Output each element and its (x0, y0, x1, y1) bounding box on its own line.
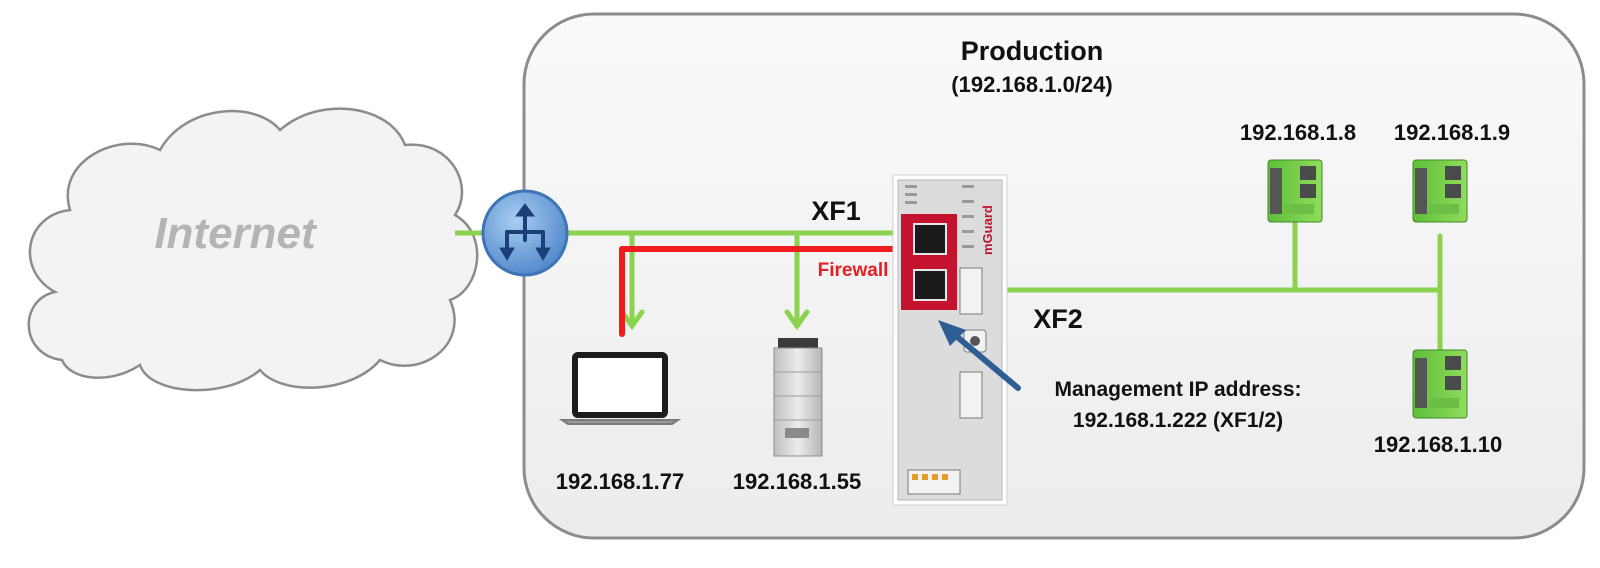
internet-label: Internet (154, 209, 318, 258)
plc-module: 192.168.1.10 (1374, 349, 1502, 457)
internet-cloud: Internet (27, 107, 479, 392)
laptop: 192.168.1.77 (556, 352, 684, 494)
production-zone: Production (192.168.1.0/24) (522, 12, 1586, 540)
router-icon (499, 203, 551, 261)
port-xf2-label: XF2 (1033, 304, 1083, 334)
plc-ip: 192.168.1.9 (1394, 120, 1510, 145)
plc-ip: 192.168.1.8 (1240, 120, 1356, 145)
management-ip-line2: 192.168.1.222 (XF1/2) (1073, 409, 1283, 432)
laptop-ip: 192.168.1.77 (556, 469, 684, 494)
router (481, 189, 569, 277)
server-ip: 192.168.1.55 (733, 469, 861, 494)
plc-module: 192.168.1.9 (1394, 120, 1510, 223)
server: 192.168.1.55 (733, 338, 861, 494)
firewall-label: Firewall (818, 260, 889, 281)
zone-title: Production (961, 36, 1104, 66)
management-arrow (938, 320, 1021, 391)
port-xf1-label: XF1 (811, 196, 861, 226)
management-ip-line1: Management IP address: (1054, 378, 1301, 401)
plc-module: 192.168.1.8 (1240, 120, 1356, 223)
zone-subnet: (192.168.1.0/24) (951, 72, 1112, 97)
plc-ip: 192.168.1.10 (1374, 432, 1502, 457)
mguard-brand: mGuard (980, 205, 995, 255)
